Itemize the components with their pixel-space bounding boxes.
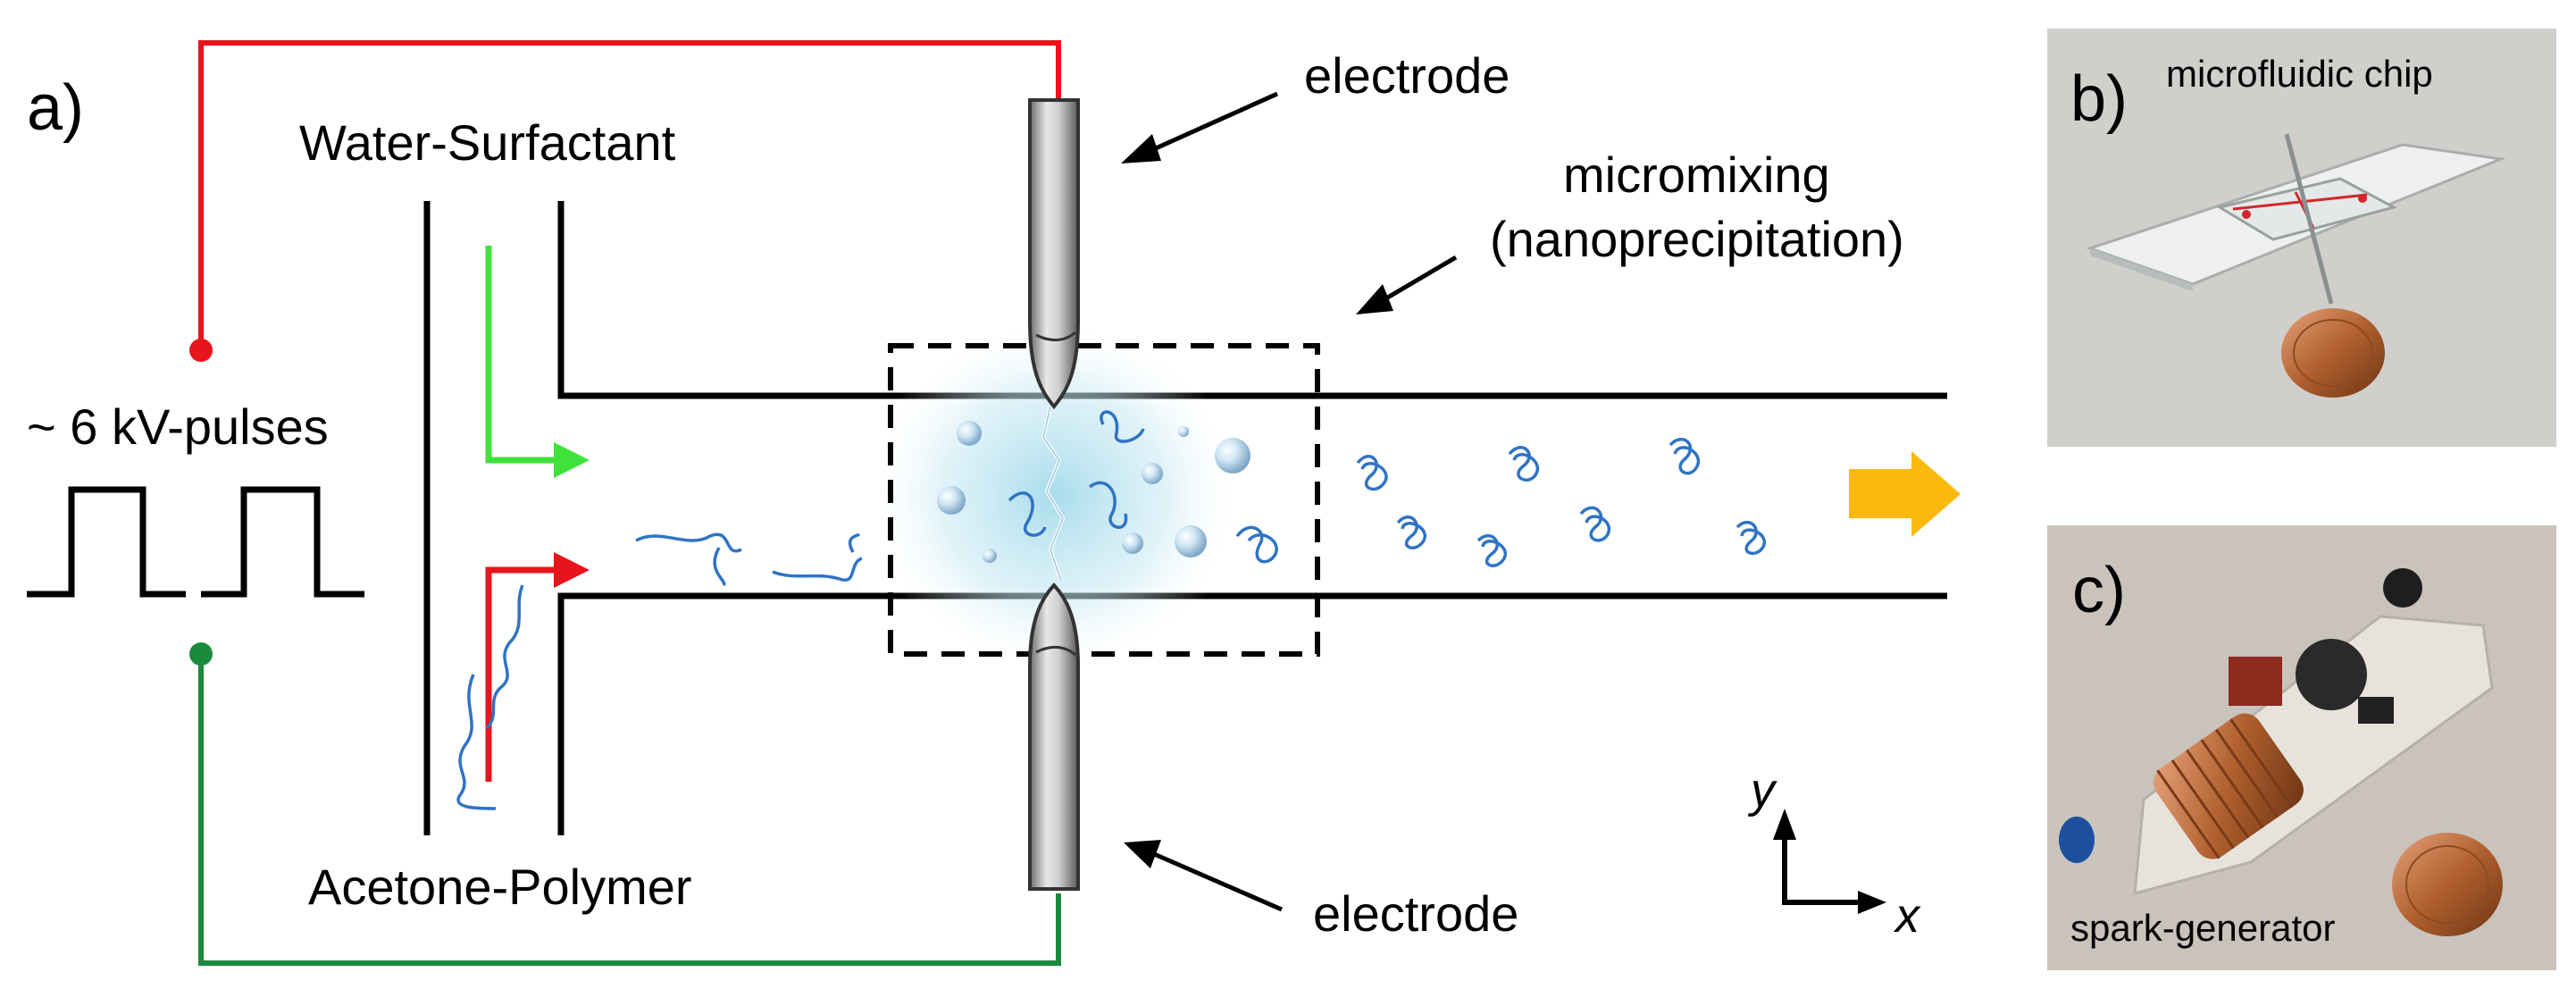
panel-label-a: a) [27, 72, 85, 144]
panel-label-b: b) [2070, 63, 2129, 135]
axis-x-label: x [1895, 889, 1919, 943]
spark-generator-photo [2047, 525, 2556, 970]
water-surfactant-label: Water-Surfactant [299, 114, 676, 171]
spark-discharge [1041, 406, 1066, 582]
micromixing-box [888, 343, 1320, 657]
polymer-strands-inlet [456, 532, 863, 810]
electrode-top-label: electrode [1304, 47, 1510, 104]
pulse-waveform-2 [201, 486, 364, 598]
droplets [937, 421, 1250, 563]
spark-glow [866, 317, 1242, 675]
positive-terminal [189, 339, 213, 362]
pulse-waveform-1 [27, 486, 186, 598]
electrode-bottom-label: electrode [1313, 885, 1519, 942]
acetone-polymer-label: Acetone-Polymer [308, 859, 692, 915]
micromixing-label: micromixing [1563, 147, 1830, 203]
pulses-label: ~ 6 kV-pulses [27, 398, 329, 455]
microfluidic-chip-label: microfluidic chip [2166, 53, 2433, 95]
electrode-bottom [1028, 583, 1080, 891]
positive-wire [198, 40, 1061, 350]
nanoprecipitation-label: (nanoprecipitation) [1490, 211, 1904, 267]
outflow-arrow [1849, 451, 1961, 537]
panel-label-c: c) [2072, 555, 2126, 626]
water-flow-arrow [485, 246, 590, 478]
pointer-arrows [1121, 91, 1458, 912]
ground-wire [198, 654, 1061, 966]
nanoparticles-downstream [1356, 438, 1767, 567]
polymer-strands-mixing [1008, 410, 1278, 564]
ground-terminal [189, 642, 213, 666]
electrode-top [1028, 98, 1080, 410]
chip-photo [2047, 29, 2556, 447]
microchannel [423, 201, 1947, 835]
acetone-flow-arrow [485, 552, 590, 782]
axis-arrows [1773, 809, 1886, 914]
axis-y-label: y [1751, 764, 1775, 817]
spark-generator-label: spark-generator [2070, 907, 2336, 949]
